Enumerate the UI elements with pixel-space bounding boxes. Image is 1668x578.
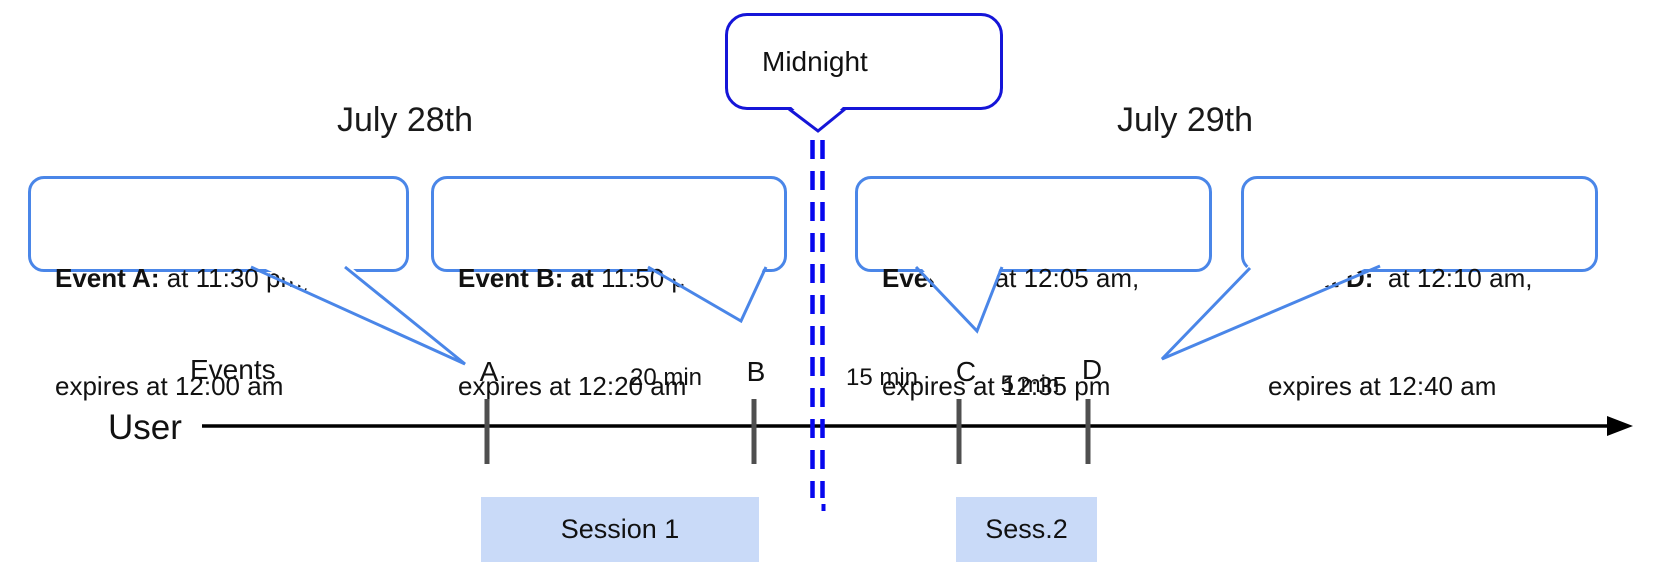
event-c-callout: Event C: at 12:05 am, expires at 12:35 p… xyxy=(855,176,1212,401)
session-1-box: Session 1 xyxy=(481,497,759,562)
event-d-line2: expires at 12:40 am xyxy=(1268,371,1497,401)
tick-label-d: D xyxy=(1081,354,1103,385)
session-2-box: Sess.2 xyxy=(956,497,1097,562)
date-label-july-28: July 28th xyxy=(336,101,474,139)
event-b-line1: Event B: at 11:50 pm, xyxy=(458,263,715,293)
tick-label-c: C xyxy=(955,356,977,387)
event-a-line2: expires at 12:00 am xyxy=(55,371,284,401)
midnight-callout: Midnight xyxy=(725,13,1003,110)
tick-label-b: B xyxy=(746,356,766,387)
tick-label-a: A xyxy=(479,356,499,387)
event-d-callout: Event D: at 12:10 am, expires at 12:40 a… xyxy=(1241,176,1598,401)
gap-label-5min: 5 min xyxy=(1000,371,1060,398)
event-c-line2: expires at 12:35 pm xyxy=(882,371,1111,401)
midnight-callout-tail-border xyxy=(788,107,846,133)
event-a-callout: Event A: at 11:30 pm, expires at 12:00 a… xyxy=(28,176,409,401)
event-a-line1: Event A: at 11:30 pm, xyxy=(55,263,310,293)
event-c-line1: Event C: at 12:05 am, xyxy=(882,263,1140,293)
user-axis-label: User xyxy=(108,408,182,447)
gap-label-20min: 20 min xyxy=(629,364,703,391)
timeline-arrowhead-icon xyxy=(1607,416,1633,436)
event-b-line2: expires at 12:20 am xyxy=(458,371,687,401)
event-b-callout: Event B: at 11:50 pm, expires at 12:20 a… xyxy=(431,176,787,401)
date-label-july-29: July 29th xyxy=(1116,101,1254,139)
midnight-label: Midnight xyxy=(762,45,868,77)
session-1-label: Session 1 xyxy=(560,514,680,544)
event-d-line1: Event D: at 12:10 am, xyxy=(1268,263,1533,293)
session-2-label: Sess.2 xyxy=(985,514,1068,544)
gap-label-15min: 15 min xyxy=(845,364,919,391)
